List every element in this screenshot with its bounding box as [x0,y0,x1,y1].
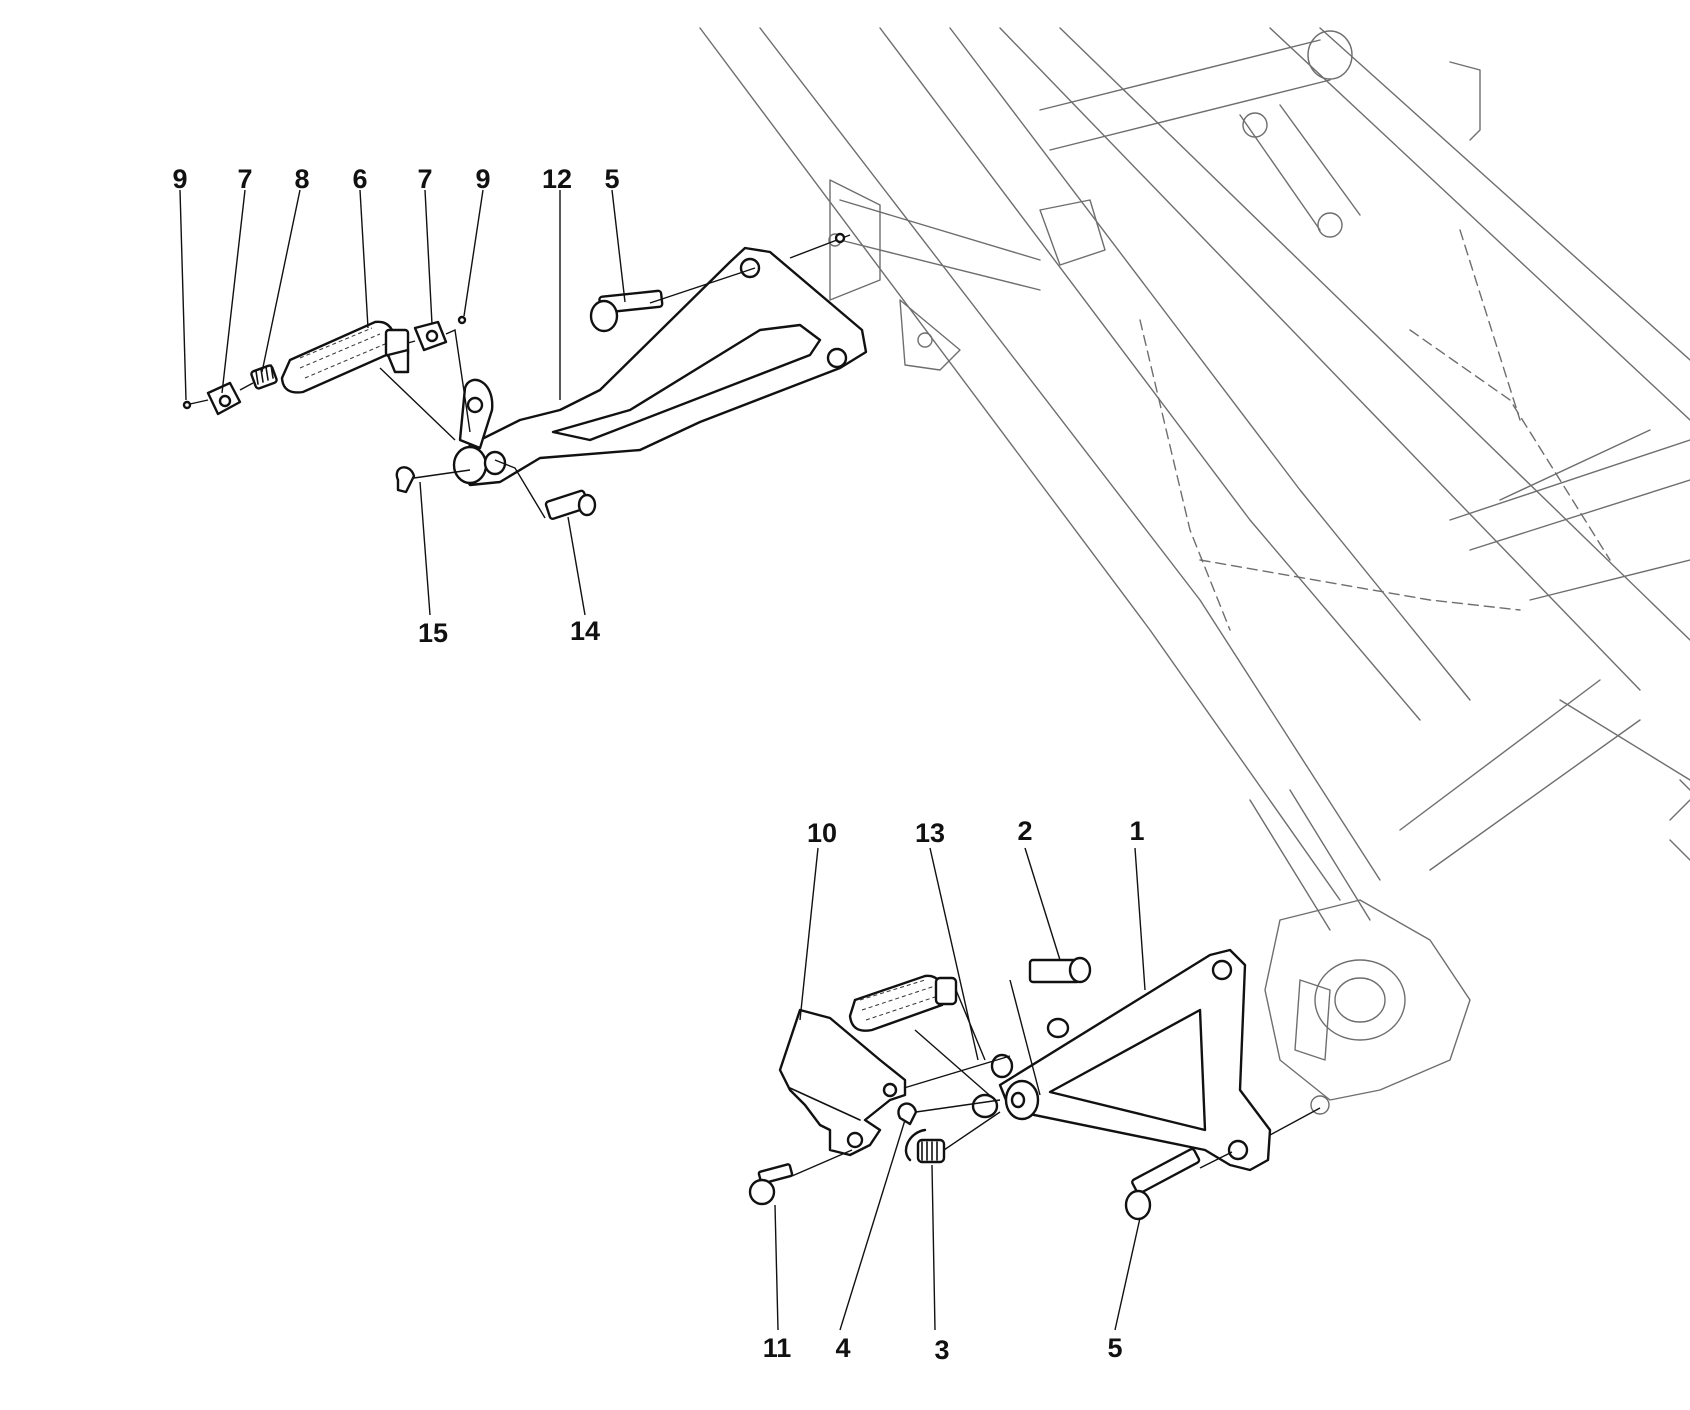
bracket-hole-rear [826,347,848,369]
clip-4 [897,1102,918,1126]
bracket-1-hole-bottom [1227,1139,1249,1161]
hinge-tab [458,378,494,450]
callout-15: 15 [418,618,448,648]
callout-11: 11 [763,1333,792,1363]
callout-2: 2 [1017,816,1032,846]
spring-8 [250,364,278,390]
callout-7-left: 7 [237,164,252,194]
bracket-1-cutout [1048,1008,1207,1132]
callout-leaders [179,189,1146,1331]
ball-9-right [457,315,467,325]
bracket-1-boss-inner [1010,1091,1026,1109]
frame-mount-hole-upper [834,232,846,244]
washer-7-right [413,320,448,352]
footrest-bracket-12 [458,246,868,487]
bracket-1-hole-top [1211,959,1233,981]
callout-9-left: 9 [172,164,187,194]
callout-1: 1 [1129,816,1144,846]
pivot-boss [452,445,488,485]
callout-5-lower: 5 [1107,1333,1122,1363]
screw-11 [748,1163,794,1206]
pin-2 [1028,956,1092,984]
footpeg-6 [280,320,410,394]
callout-4: 4 [835,1333,850,1363]
bracket-hole-upper [739,257,761,279]
callout-5-upper: 5 [604,164,619,194]
callout-9-right: 9 [475,164,490,194]
bracket-1-spacer-2 [971,1093,999,1119]
motorcycle-frame [699,27,1690,1115]
hinge-hole [466,396,484,414]
pivot-boss-inner [483,450,507,476]
callout-3: 3 [934,1335,949,1365]
callout-10: 10 [807,818,837,848]
spring-3 [904,1128,946,1164]
bracket-1-lug [1046,1017,1070,1039]
callout-14: 14 [570,616,600,646]
clip-15 [395,466,416,494]
upper-footrest-assembly [182,232,868,520]
bracket-cutout [551,323,822,442]
pin-14 [544,489,597,520]
lower-footrest-assembly [748,948,1321,1221]
bolt-5-lower [1124,1147,1201,1221]
callout-13: 13 [915,818,945,848]
callouts-lower: 10 13 2 1 11 4 3 5 [763,816,1145,1365]
footpeg-13 [848,974,958,1032]
callouts-upper: 9 7 8 6 7 9 12 5 15 14 [172,164,619,648]
bolt-5-upper [589,289,664,333]
ball-9-left [182,400,192,410]
callout-12: 12 [542,164,572,194]
washer-7-left [206,381,242,416]
callout-6: 6 [352,164,367,194]
heel-guard-10 [778,1008,907,1157]
callout-7-right: 7 [417,164,432,194]
callout-8: 8 [294,164,309,194]
